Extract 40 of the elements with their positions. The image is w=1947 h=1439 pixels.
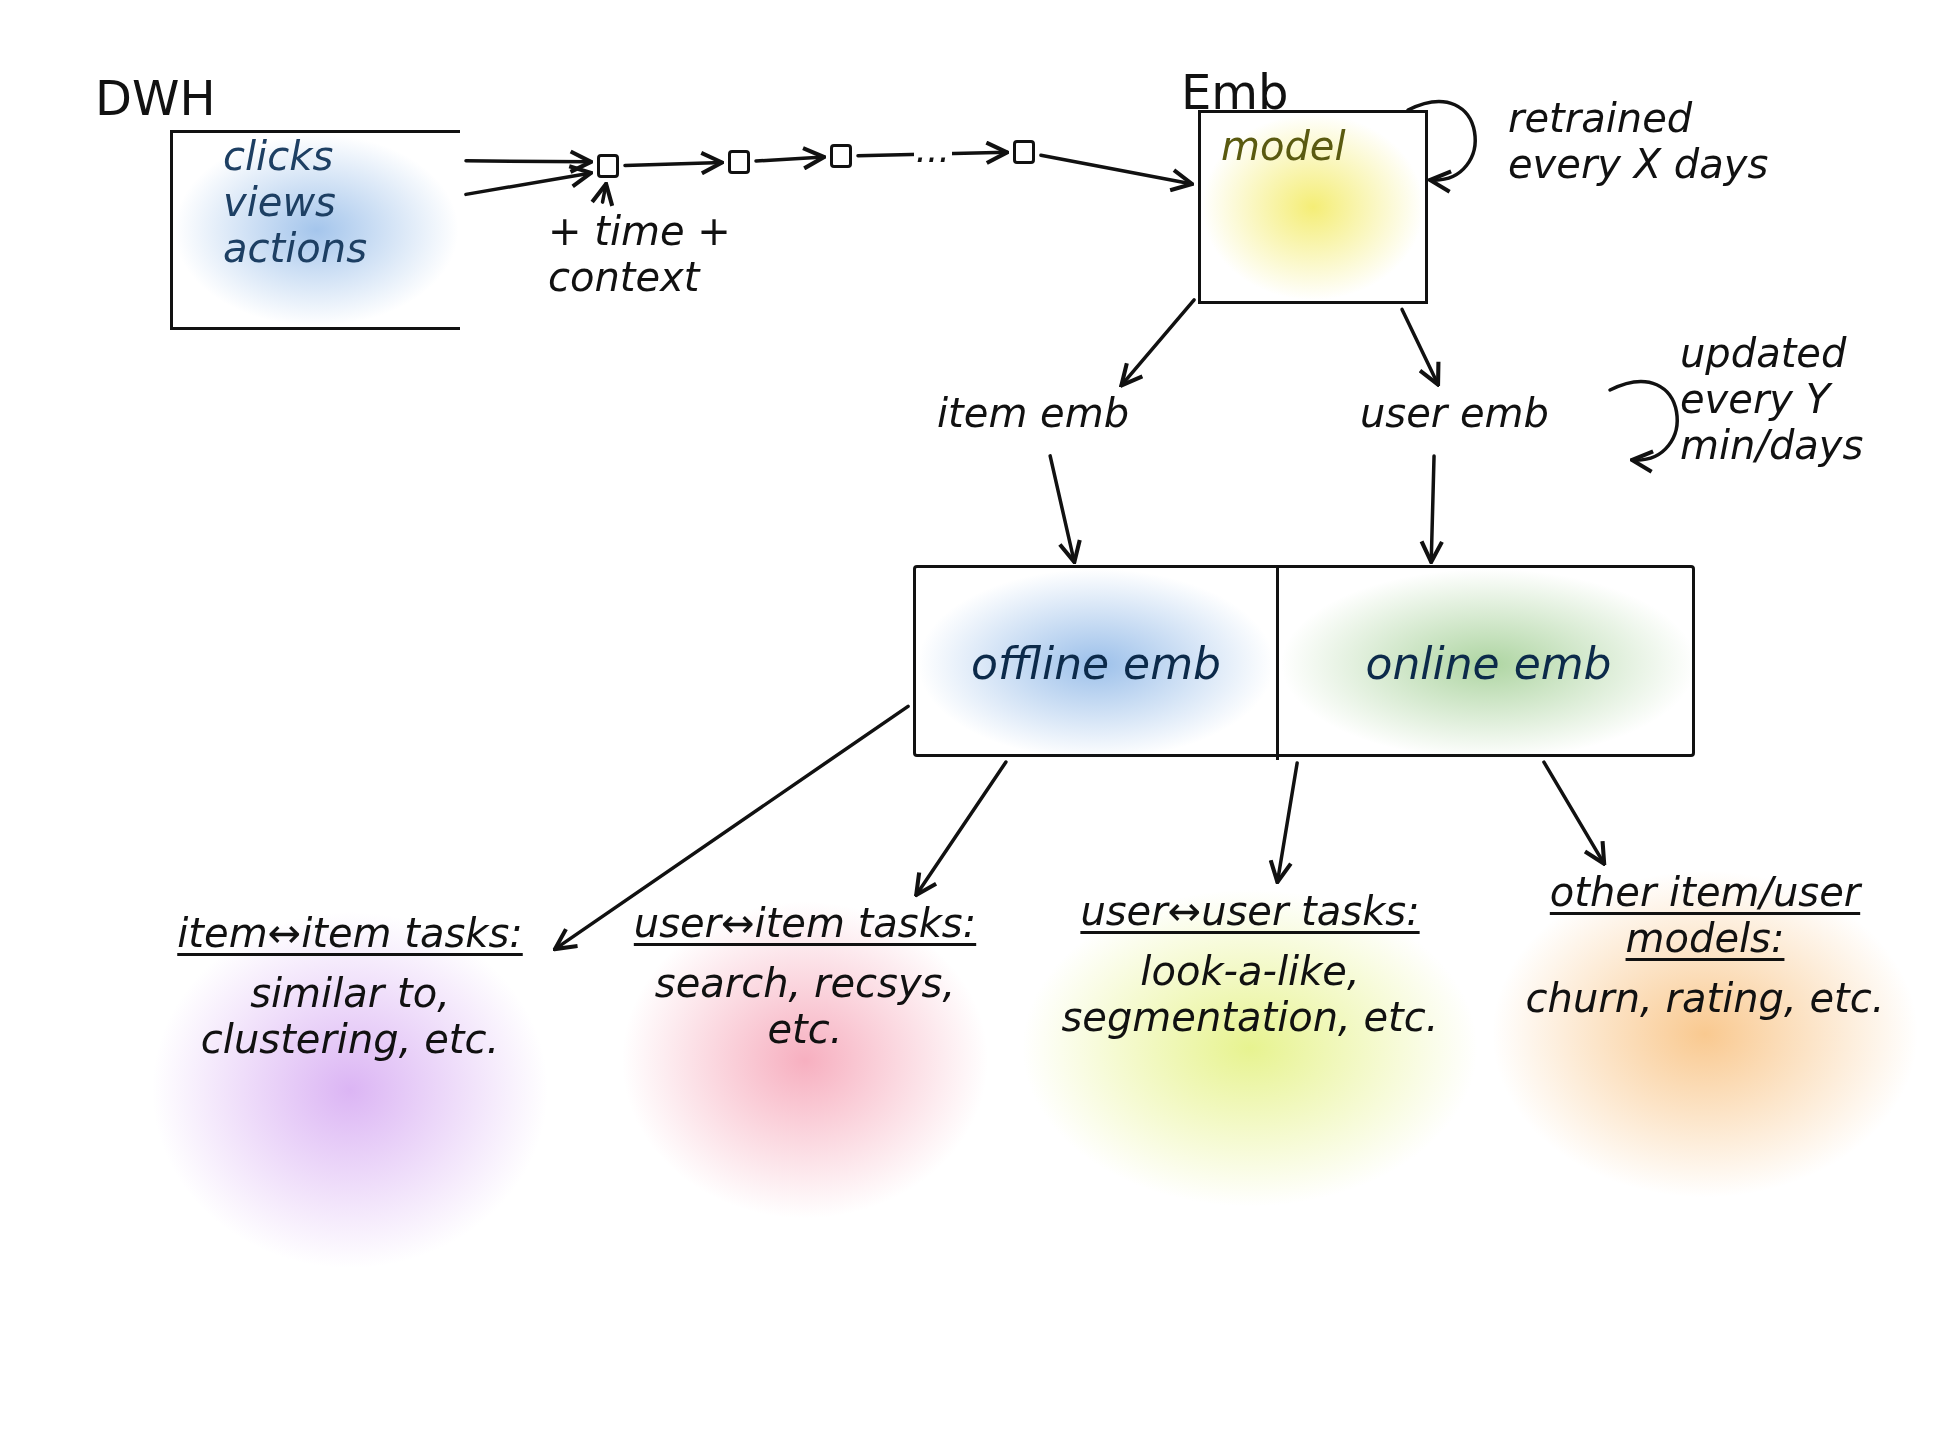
arrow bbox=[552, 704, 910, 952]
arrow bbox=[590, 181, 615, 208]
box-heading: DWH bbox=[95, 71, 216, 127]
group-body: clicks views actions bbox=[223, 133, 368, 271]
arrow bbox=[914, 760, 1008, 898]
small-square bbox=[1013, 140, 1035, 164]
small-square bbox=[728, 150, 750, 174]
group-body: churn, rating, etc. bbox=[1524, 975, 1886, 1021]
group-heading: user↔item tasks: bbox=[632, 900, 978, 946]
group-body: model bbox=[1221, 123, 1347, 169]
arrow bbox=[464, 149, 594, 174]
group-body: similar to, clustering, etc. bbox=[199, 970, 501, 1062]
node-label: offline emb bbox=[971, 638, 1221, 690]
side-note: retrained every X days bbox=[1508, 95, 1770, 187]
node-label: item emb bbox=[937, 390, 1131, 436]
arrow bbox=[1119, 298, 1196, 388]
arrow bbox=[1048, 454, 1082, 565]
arrow bbox=[1419, 454, 1444, 565]
arrow bbox=[754, 145, 827, 171]
small-square bbox=[830, 144, 852, 168]
side-note: updated every Y min/days bbox=[1680, 330, 1865, 468]
box-heading: Emb bbox=[1181, 65, 1289, 121]
group-body: look-a-like, segmentation, etc. bbox=[1060, 948, 1440, 1040]
storage-bar bbox=[913, 565, 1695, 757]
arrow bbox=[1608, 379, 1679, 471]
group-heading: other item/user models: bbox=[1548, 869, 1863, 961]
group-body: search, recsys, etc. bbox=[653, 960, 957, 1052]
node-label: user emb bbox=[1360, 390, 1550, 436]
arrow bbox=[1039, 153, 1195, 193]
group-heading: user↔user tasks: bbox=[1079, 888, 1421, 934]
node-label: + time + context bbox=[548, 208, 732, 300]
arrow bbox=[1268, 761, 1299, 885]
node-label: online emb bbox=[1365, 638, 1612, 690]
arrow bbox=[464, 164, 594, 197]
arrow bbox=[623, 150, 725, 176]
group-heading: item↔item tasks: bbox=[176, 910, 524, 956]
small-square bbox=[597, 154, 619, 178]
arrow bbox=[1542, 760, 1607, 866]
arrow bbox=[1406, 99, 1477, 191]
arrow bbox=[1400, 307, 1441, 387]
